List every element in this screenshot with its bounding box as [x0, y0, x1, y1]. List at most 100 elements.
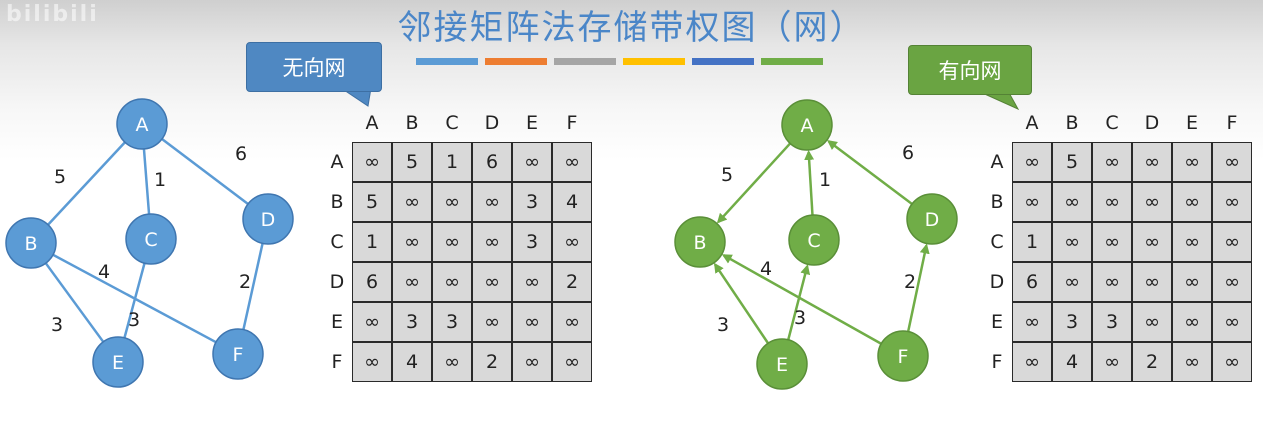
- undirected-cell-e-c: 3: [432, 302, 472, 342]
- undirected-cell-f-b: 4: [392, 342, 432, 382]
- undirected-edge-d-f: [242, 243, 264, 330]
- undirected-cell-d-c: ∞: [432, 262, 472, 302]
- directed-cell-e-d: ∞: [1132, 302, 1172, 342]
- directed-cell-e-c: 3: [1092, 302, 1132, 342]
- undirected-cell-e-e: ∞: [512, 302, 552, 342]
- undirected-cell-a-f: ∞: [552, 142, 592, 182]
- directed-cell-a-a: ∞: [1012, 142, 1052, 182]
- directed-cell-c-e: ∞: [1172, 222, 1212, 262]
- undirected-node-d: [242, 193, 294, 245]
- undirected-cell-c-b: ∞: [392, 222, 432, 262]
- directed-cell-c-a: 1: [1012, 222, 1052, 262]
- undirected-cell-a-a: ∞: [352, 142, 392, 182]
- undirected-cell-a-c: 1: [432, 142, 472, 182]
- directed-col-header-c: C: [1105, 112, 1119, 134]
- directed-cell-d-f: ∞: [1212, 262, 1252, 302]
- directed-cell-f-e: ∞: [1172, 342, 1212, 382]
- undirected-node-f: [212, 328, 264, 380]
- undirected-node-label-b: B: [24, 233, 37, 255]
- undirected-cell-d-f: 2: [552, 262, 592, 302]
- undirected-node-b: [5, 217, 57, 269]
- directed-edge-f-b: [721, 254, 882, 345]
- directed-row-header-b: B: [990, 191, 1004, 213]
- undirected-callout-label: 无向网: [282, 56, 346, 80]
- undirected-edge-b-e: [44, 262, 105, 343]
- directed-row-header-f: F: [991, 351, 1003, 373]
- undirected-row-header-a: A: [330, 151, 344, 173]
- directed-edge-weight-e-c: 3: [794, 307, 806, 329]
- directed-cell-b-f: ∞: [1212, 182, 1252, 222]
- undirected-row-header-f: F: [331, 351, 343, 373]
- directed-node-label-a: A: [801, 115, 814, 137]
- directed-cell-d-c: ∞: [1092, 262, 1132, 302]
- directed-node-f: [877, 330, 929, 382]
- directed-edge-weight-c-a: 1: [819, 169, 831, 191]
- directed-cell-c-b: ∞: [1052, 222, 1092, 262]
- undirected-cell-f-f: ∞: [552, 342, 592, 382]
- directed-cell-b-c: ∞: [1092, 182, 1132, 222]
- undirected-edge-weight-a-c: 1: [154, 169, 166, 191]
- color-bar-2: [485, 58, 547, 65]
- undirected-cell-a-d: 6: [472, 142, 512, 182]
- page-title: 邻接矩阵法存储带权图（网）: [397, 8, 866, 48]
- directed-cell-e-a: ∞: [1012, 302, 1052, 342]
- directed-edge-f-d: [906, 243, 930, 332]
- color-bar-1: [416, 58, 478, 65]
- undirected-cell-f-d: 2: [472, 342, 512, 382]
- directed-cell-a-e: ∞: [1172, 142, 1212, 182]
- undirected-col-header-a: A: [365, 112, 379, 134]
- directed-col-header-e: E: [1185, 112, 1198, 134]
- directed-cell-a-f: ∞: [1212, 142, 1252, 182]
- directed-node-label-e: E: [776, 354, 788, 376]
- undirected-node-label-f: F: [233, 344, 244, 366]
- undirected-cell-c-a: 1: [352, 222, 392, 262]
- undirected-cell-e-b: 3: [392, 302, 432, 342]
- color-bar-5: [692, 58, 754, 65]
- watermark: bilibili: [6, 2, 99, 27]
- directed-edge-d-a: [826, 140, 913, 205]
- directed-row-header-a: A: [990, 151, 1004, 173]
- directed-node-label-d: D: [925, 209, 940, 231]
- undirected-row-header-d: D: [329, 271, 345, 293]
- undirected-cell-a-b: 5: [392, 142, 432, 182]
- undirected-cell-e-a: ∞: [352, 302, 392, 342]
- directed-cell-d-e: ∞: [1172, 262, 1212, 302]
- directed-cell-f-a: ∞: [1012, 342, 1052, 382]
- undirected-col-header-f: F: [566, 112, 578, 134]
- undirected-edge-weight-a-d: 6: [235, 143, 247, 165]
- directed-cell-f-f: ∞: [1212, 342, 1252, 382]
- directed-cell-f-d: 2: [1132, 342, 1172, 382]
- directed-cell-e-f: ∞: [1212, 302, 1252, 342]
- directed-edge-e-b: [713, 262, 770, 344]
- directed-callout-box: 有向网: [908, 45, 1032, 95]
- directed-col-header-b: B: [1065, 112, 1079, 134]
- undirected-cell-f-c: ∞: [432, 342, 472, 382]
- directed-row-header-d: D: [989, 271, 1005, 293]
- undirected-cell-f-a: ∞: [352, 342, 392, 382]
- directed-row-header-c: C: [990, 231, 1004, 253]
- undirected-cell-e-f: ∞: [552, 302, 592, 342]
- undirected-cell-d-b: ∞: [392, 262, 432, 302]
- directed-node-label-c: C: [807, 230, 820, 252]
- directed-col-header-d: D: [1144, 112, 1160, 134]
- undirected-cell-b-d: ∞: [472, 182, 512, 222]
- undirected-edge-a-c: [142, 148, 151, 215]
- directed-col-header-f: F: [1226, 112, 1238, 134]
- undirected-edge-a-b: [47, 141, 126, 226]
- directed-row-header-e: E: [990, 311, 1003, 333]
- color-bar-4: [623, 58, 685, 65]
- undirected-col-header-c: C: [445, 112, 459, 134]
- directed-col-header-a: A: [1025, 112, 1039, 134]
- undirected-edge-weight-d-f: 2: [239, 271, 251, 293]
- undirected-col-header-d: D: [484, 112, 500, 134]
- undirected-cell-a-e: ∞: [512, 142, 552, 182]
- undirected-cell-b-e: 3: [512, 182, 552, 222]
- directed-callout-label: 有向网: [938, 59, 1002, 83]
- undirected-edge-weight-c-e: 3: [128, 309, 140, 331]
- directed-node-c: [788, 214, 840, 266]
- undirected-node-label-c: C: [144, 229, 157, 251]
- directed-cell-f-c: ∞: [1092, 342, 1132, 382]
- directed-cell-b-b: ∞: [1052, 182, 1092, 222]
- undirected-edge-c-e: [123, 262, 146, 339]
